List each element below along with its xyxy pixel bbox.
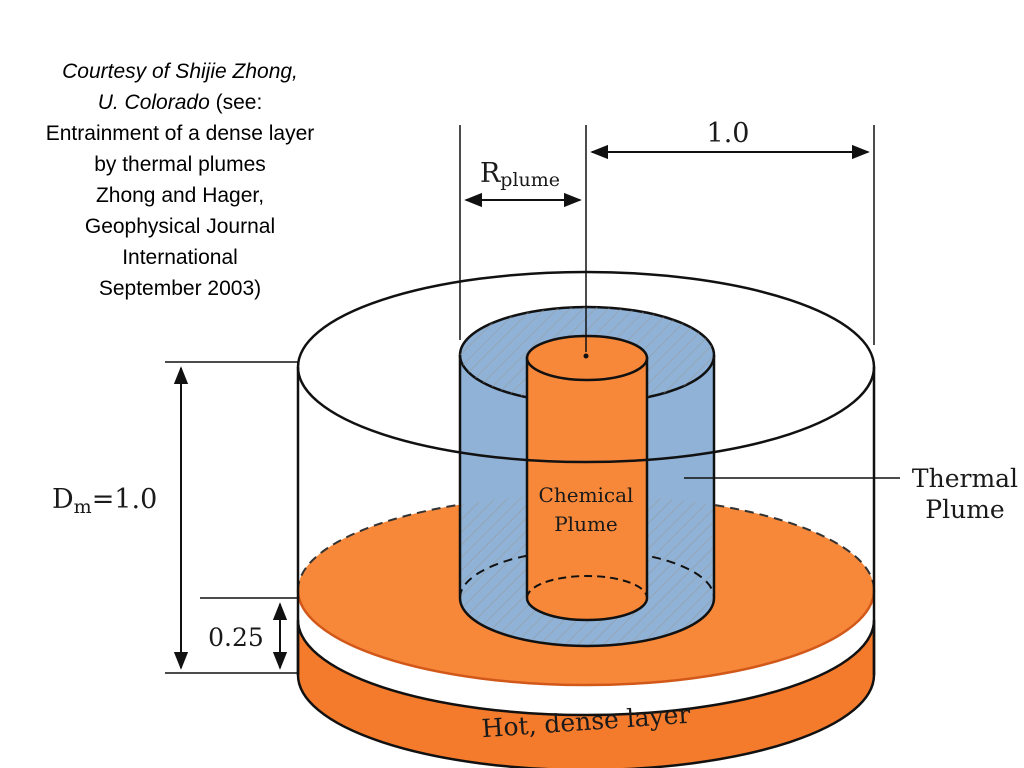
chemical-plume-base-back [526,575,648,599]
rplume-label: Rplume [480,158,560,191]
thermal-plume-label-line2: Plume [925,495,1004,524]
caption-line-1: Courtesy of Shijie Zhong, [62,60,298,83]
caption-line-4: by thermal plumes [94,153,266,176]
depth-label: Dm=1.0 [52,484,157,518]
caption-line-6: Geophysical Journal [84,215,276,238]
dense-layer-front-edge [296,589,876,687]
chemical-plume-label-line1: Chemical [539,483,634,507]
caption-line-3: Entrainment of a dense layer [45,122,315,145]
chemical-plume-body [525,356,649,622]
width-label: 1.0 [707,118,750,149]
citation-caption: Courtesy of Shijie Zhong, U. Colorado (s… [10,56,350,304]
thermal-plume-label-line1: Thermal [912,464,1018,493]
thermal-plume-base-back [459,549,715,599]
plume-axis-dot [583,353,589,359]
layer-thickness-label: 0.25 [208,623,264,652]
caption-line-5: Zhong and Hager, [95,184,265,207]
chemical-plume-label-line2: Plume [554,512,618,536]
caption-line-7: International [122,246,238,269]
thermal-plume-base-front [458,597,716,648]
caption-line-8: September 2003) [98,277,262,300]
caption-line-2: U. Colorado (see: [97,91,263,114]
